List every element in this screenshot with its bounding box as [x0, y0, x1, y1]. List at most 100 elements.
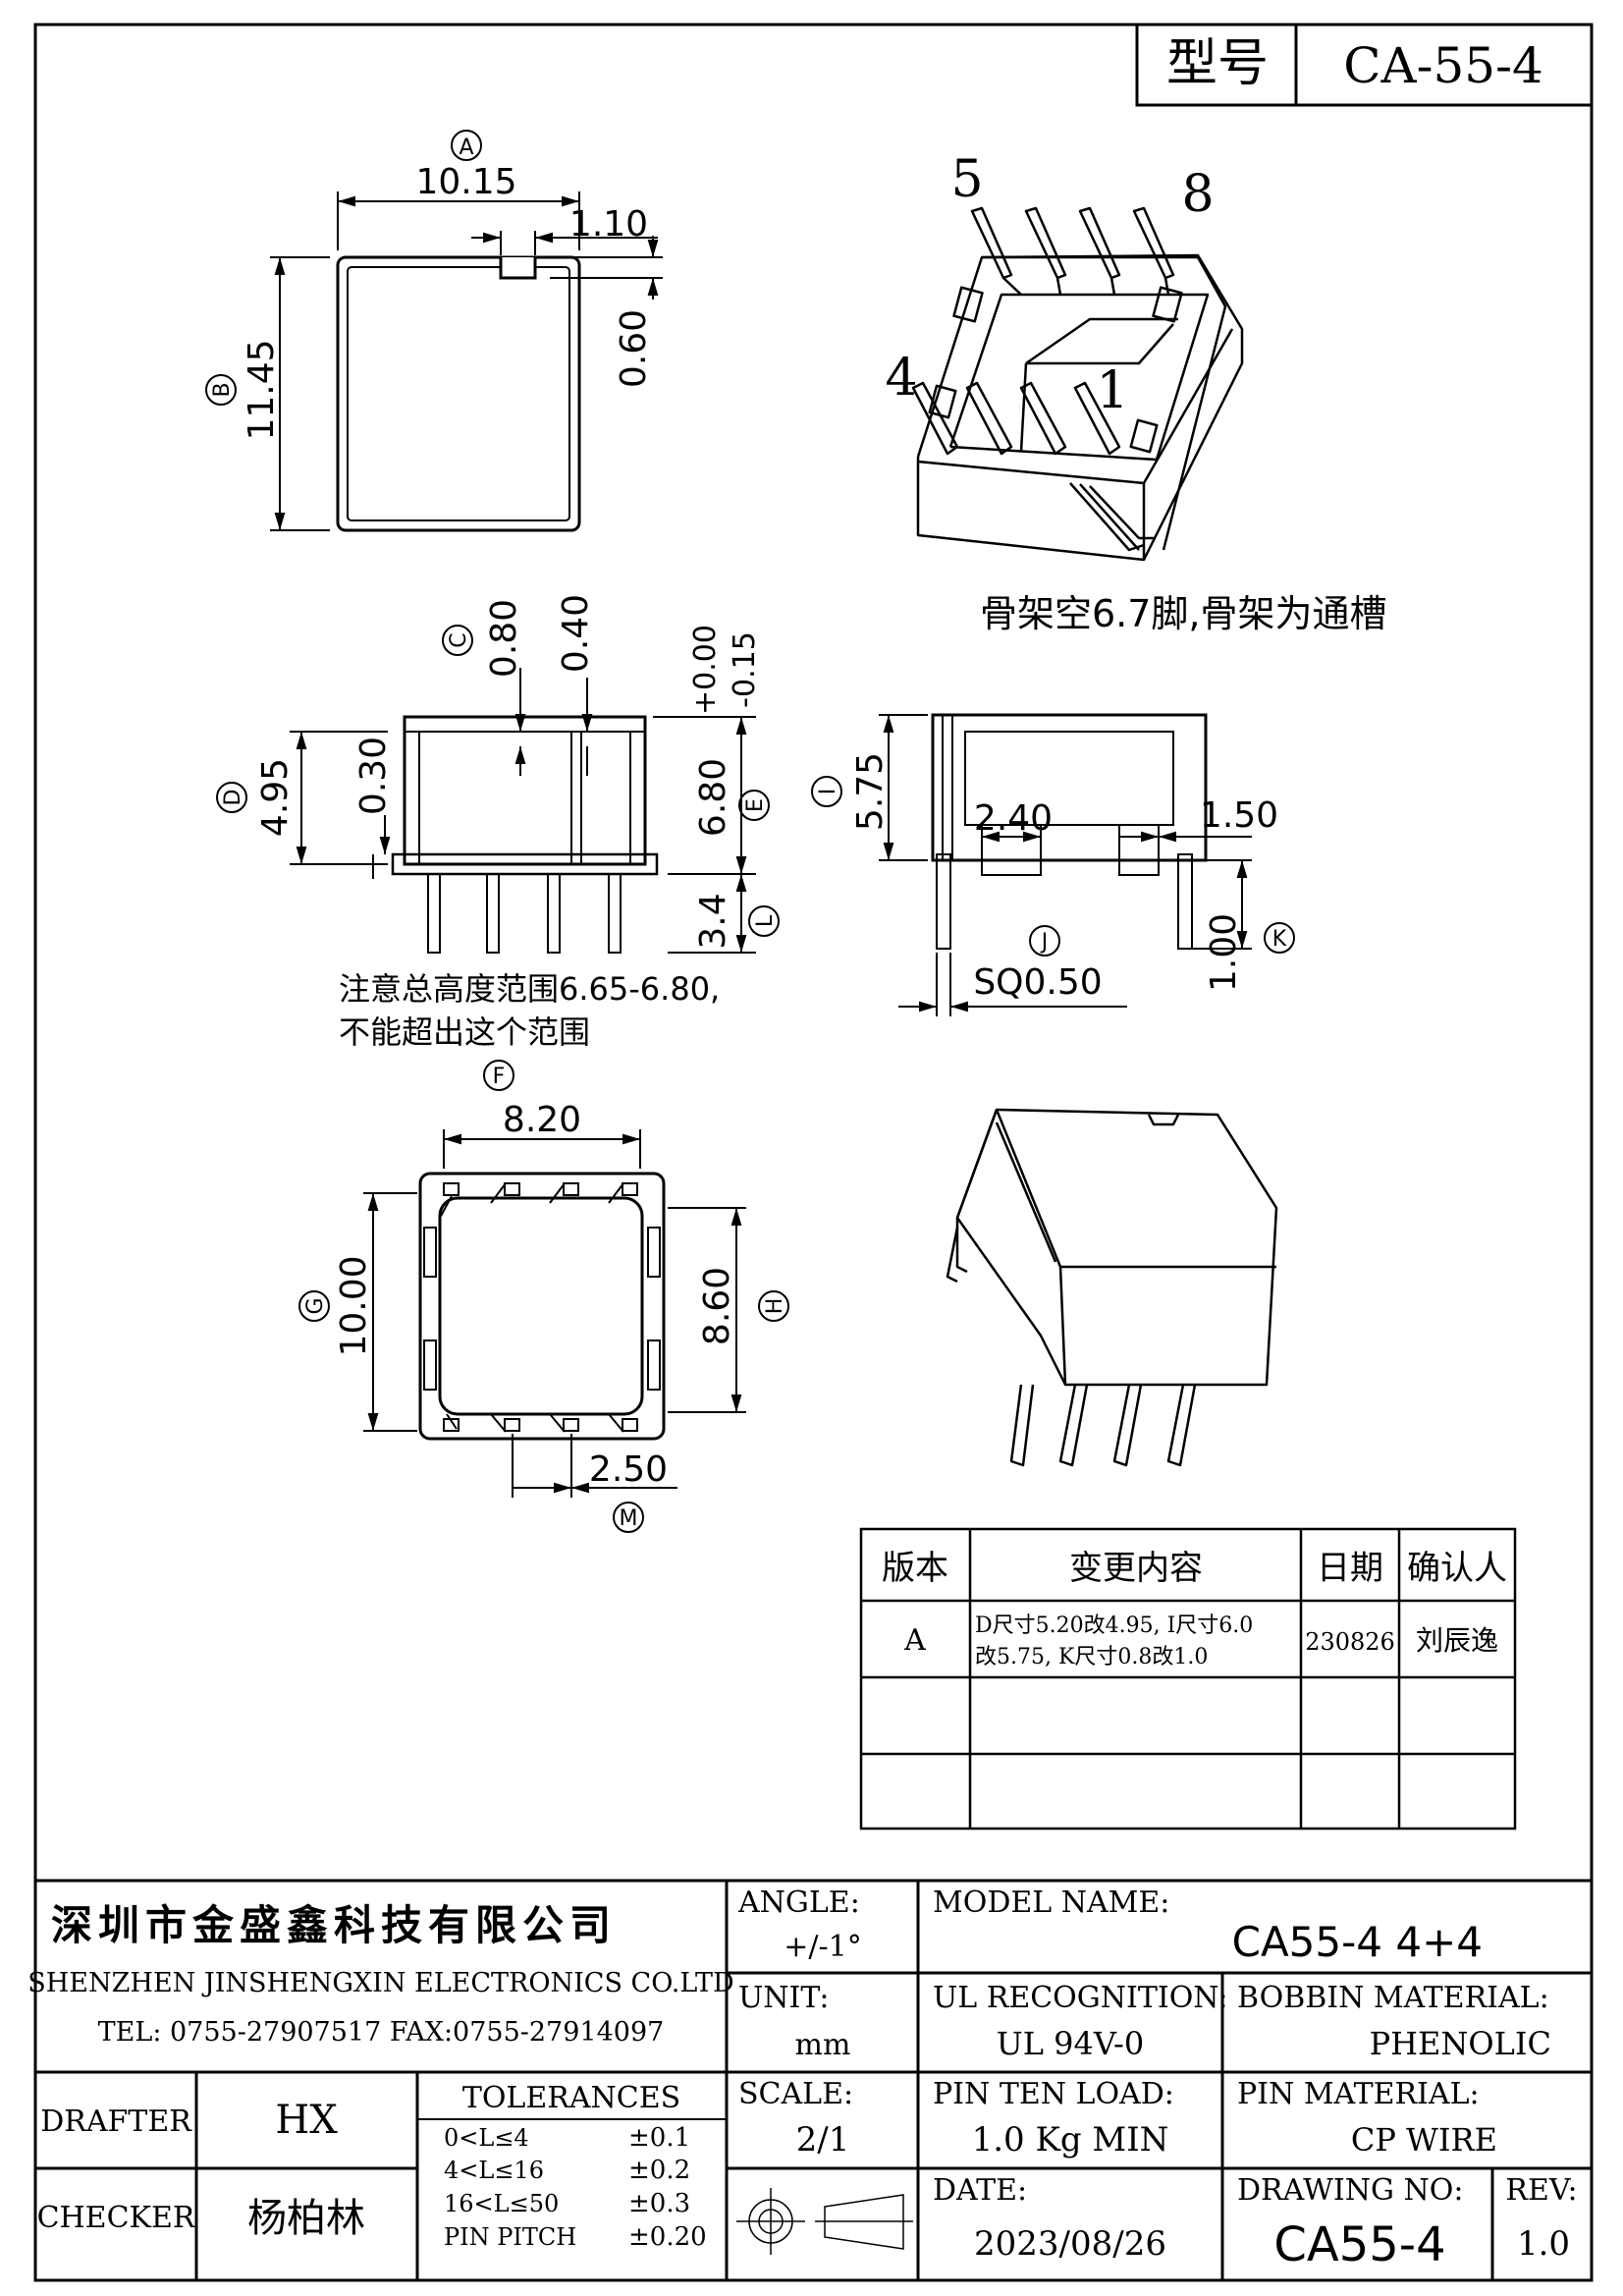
top-view-notch-depth: 0.60 [614, 309, 654, 388]
tol-range-2: 4<L≤16 [444, 2157, 544, 2184]
angle-label: ANGLE: [737, 1886, 860, 1920]
side-view-w1-value: 2.40 [974, 798, 1053, 839]
bottom-view-marker-h: H [763, 1298, 787, 1315]
front-view-l-value: 3.4 [693, 893, 733, 949]
pin-4-label: 4 [885, 349, 917, 408]
rev-header-version: 版本 [882, 1549, 948, 1588]
sheet-border [33, 23, 1594, 2282]
side-view-i-value: 5.75 [850, 752, 891, 831]
bottom-view [363, 1129, 746, 1498]
company-tel-fax: TEL: 0755-27907517 FAX:0755-27914097 [98, 2017, 665, 2048]
ul-value: UL 94V-0 [997, 2025, 1144, 2062]
iso-view-bottom [946, 1108, 1278, 1467]
front-view-tol-minus: -0.15 [728, 631, 762, 708]
model-box: 型号 CA-55-4 [1135, 23, 1594, 107]
pin-1-label: 1 [1096, 361, 1128, 420]
bottom-view-marker-m: M [620, 1506, 638, 1531]
projection-symbol-icon [736, 2188, 913, 2255]
rev-row-change-line-2: 改5.75, K尺寸0.8改1.0 [975, 1645, 1208, 1669]
tol-range-4: PIN PITCH [444, 2223, 576, 2251]
tol-value-2: ±0.2 [628, 2156, 690, 2185]
bottom-view-labels: F 8.20 G 10.00 8.60 H 2.50 M [298, 1060, 789, 1533]
drawing-no-value: CA55-4 [1273, 2217, 1445, 2272]
front-view-marker-d: D [221, 790, 245, 806]
top-view-marker-a: A [459, 136, 473, 160]
tol-value-4: ±0.20 [628, 2222, 707, 2252]
rev-header-date: 日期 [1317, 1549, 1383, 1588]
title-block-text: 深圳市金盛鑫科技有限公司 SHENZHEN JINSHENGXIN ELECTR… [27, 1886, 1577, 2272]
tol-value-3: ±0.3 [628, 2189, 690, 2218]
pin-5-label: 5 [950, 150, 983, 209]
front-view-labels: C 0.80 0.40 +0.00 -0.15 D 4.95 0.30 6.80… [216, 594, 780, 1051]
model-box-label: 型号 [1166, 34, 1269, 93]
front-view-marker-c: C [447, 632, 471, 647]
front-view-marker-l: L [753, 914, 778, 927]
top-view-width: 10.15 [415, 162, 516, 202]
model-box-value: CA-55-4 [1343, 37, 1543, 94]
bottom-view-marker-f: F [493, 1065, 506, 1089]
checker-label: CHECKER [37, 2201, 196, 2235]
front-view-marker-e: E [743, 798, 768, 812]
revision-table [859, 1527, 1517, 1831]
top-view [270, 191, 663, 532]
pin-load-value: 1.0 Kg MIN [972, 2120, 1169, 2159]
tol-value-1: ±0.1 [628, 2123, 690, 2153]
drafter-label: DRAFTER [40, 2105, 192, 2139]
bottom-view-g-value: 10.00 [334, 1255, 374, 1356]
front-view-note-line-2: 不能超出这个范围 [339, 1013, 590, 1051]
iso-view-labels: 5 8 4 1 骨架空6.7脚,骨架为通槽 [885, 150, 1386, 635]
pin-material-label: PIN MATERIAL: [1237, 2077, 1480, 2111]
side-view-marker-i: I [816, 789, 840, 795]
company-name-en: SHENZHEN JINSHENGXIN ELECTRONICS CO.LTD [27, 1968, 733, 1998]
top-view-notch-width: 1.10 [569, 204, 648, 245]
angle-value: +/-1° [784, 1930, 861, 1964]
pin-load-label: PIN TEN LOAD: [933, 2077, 1174, 2111]
scale-label: SCALE: [738, 2077, 853, 2111]
rev-value: 1.0 [1517, 2224, 1570, 2264]
front-view-d2-value: 0.40 [556, 594, 596, 673]
rev-header-confirm: 确认人 [1407, 1549, 1507, 1588]
drafter-value: HX [275, 2098, 338, 2143]
scale-value: 2/1 [796, 2120, 850, 2159]
bottom-view-f-value: 8.20 [503, 1100, 581, 1140]
company-name-cn: 深圳市金盛鑫科技有限公司 [51, 1901, 617, 1949]
tol-range-1: 0<L≤4 [444, 2124, 529, 2152]
front-view-note-line-1: 注意总高度范围6.65-6.80, [339, 970, 720, 1008]
date-label: DATE: [933, 2173, 1027, 2208]
pin-8-label: 8 [1181, 165, 1214, 224]
rev-header-change: 变更内容 [1069, 1549, 1203, 1588]
top-view-marker-b: B [210, 382, 235, 397]
top-view-labels: A 10.15 1.10 0.60 B 11.45 [205, 130, 654, 441]
model-name-value: CA55-4 4+4 [1232, 1918, 1483, 1966]
bottom-view-h-value: 8.60 [697, 1267, 737, 1345]
unit-value: mm [795, 2028, 851, 2062]
rev-row-confirm: 刘辰逸 [1416, 1624, 1498, 1657]
front-view-c-value: 0.80 [484, 599, 524, 678]
drawing-no-label: DRAWING NO: [1237, 2173, 1463, 2208]
iso-view-note: 骨架空6.7脚,骨架为通槽 [980, 592, 1387, 635]
side-view-k-value: 1.00 [1204, 913, 1244, 992]
rev-row-date: 230826 [1305, 1628, 1395, 1656]
side-view-marker-k: K [1272, 927, 1287, 952]
rev-row-version: A [903, 1623, 926, 1658]
rev-row-change-line-1: D尺寸5.20改4.95, I尺寸6.0 [975, 1613, 1253, 1638]
ul-label: UL RECOGNITION: [933, 1981, 1228, 2015]
front-view-d-value: 4.95 [255, 758, 296, 837]
revision-table-text: 版本 变更内容 日期 确认人 A D尺寸5.20改4.95, I尺寸6.0 改5… [882, 1549, 1507, 1669]
front-view-tol-plus: +0.00 [688, 625, 723, 715]
title-block [35, 1879, 1592, 2280]
front-view-d3-value: 0.30 [353, 737, 394, 815]
pin-material-value: CP WIRE [1351, 2121, 1497, 2159]
checker-value: 杨柏林 [247, 2196, 365, 2241]
front-view [290, 668, 756, 954]
top-view-height: 11.45 [242, 339, 282, 440]
bobbin-material-value: PHENOLIC [1370, 2025, 1551, 2062]
front-view-e-value: 6.80 [693, 758, 733, 837]
side-view-labels: I 5.75 2.40 1.50 1.00 K J SQ0.50 [811, 752, 1295, 1003]
tol-range-3: 16<L≤50 [444, 2190, 559, 2217]
unit-label: UNIT: [738, 1981, 829, 2015]
bottom-view-marker-g: G [303, 1297, 328, 1314]
bobbin-material-label: BOBBIN MATERIAL: [1237, 1981, 1549, 2015]
date-value: 2023/08/26 [974, 2224, 1166, 2264]
